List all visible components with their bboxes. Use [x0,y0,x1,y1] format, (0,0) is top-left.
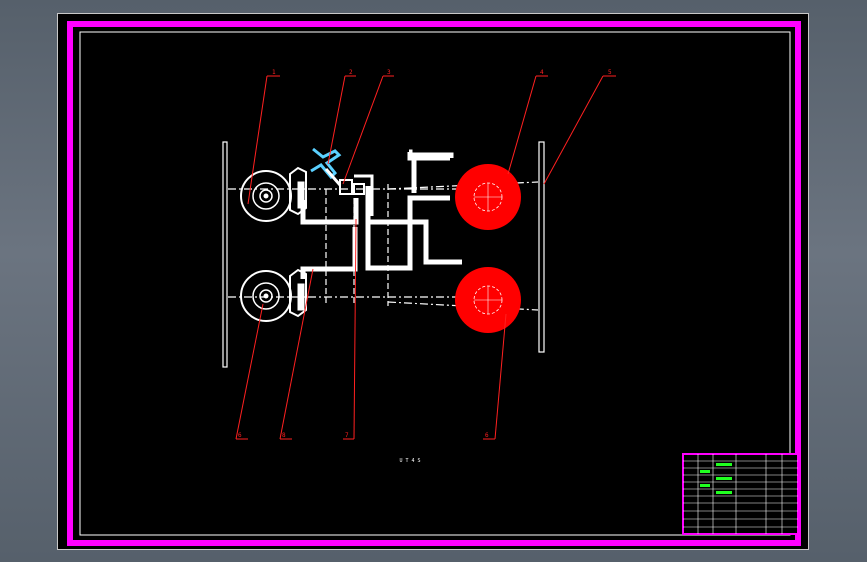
balloon-5: 5 [608,69,612,76]
balloon-1: 1 [272,69,276,76]
balloon-3: 3 [387,69,391,76]
front-left-brake [240,166,307,222]
outer-frame [67,21,801,546]
balloon-6b: 6 [485,432,489,439]
rear-left-wheel [455,164,521,230]
balloon-8: 8 [282,432,286,439]
balloon-2: 2 [349,69,353,76]
brake-system-schematic: 1 2 3 4 5 6 8 7 6 U T 4 S [67,21,801,546]
front-right-brake [240,268,307,322]
brake-lines [300,149,462,279]
balloon-4: 4 [540,69,544,76]
balloon-numbers: 1 2 3 4 5 6 8 7 6 [238,69,612,439]
inner-frame [79,31,791,536]
leader-lines [235,75,616,440]
note-line-1: U T 4 S [399,458,420,464]
rear-right-wheel [455,267,521,333]
title-block [682,453,799,535]
master-cylinder [339,174,374,216]
brake-pedal [310,147,342,186]
balloon-6a: 6 [238,432,242,439]
balloon-7: 7 [345,432,349,439]
drawing-sheet[interactable]: 1 2 3 4 5 6 8 7 6 U T 4 S [57,13,809,550]
technical-note: U T 4 S [399,458,420,464]
